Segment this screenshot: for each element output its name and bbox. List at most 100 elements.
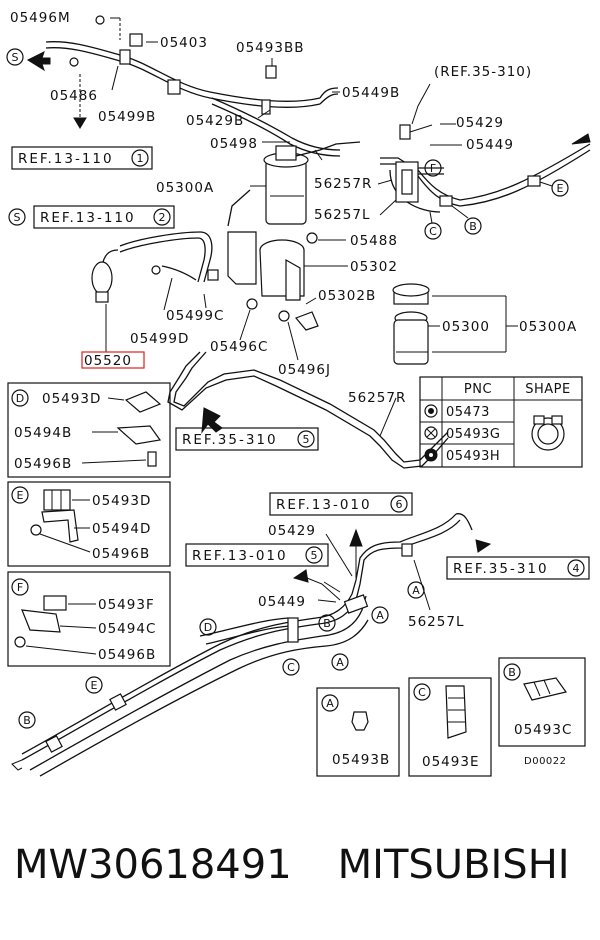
svg-text:5: 5: [311, 549, 318, 562]
bracket-05302: [227, 231, 348, 331]
tube-clamp: [119, 49, 131, 65]
callout-B-bottom: B: [318, 614, 336, 632]
tube-clamp: [167, 79, 181, 95]
ref-35-310-top[interactable]: (REF.35-310): [434, 64, 532, 80]
label-05498: 05498: [210, 136, 258, 152]
label-05449B: 05449B: [342, 85, 400, 101]
ref-35-310-4[interactable]: REF.35-310 4: [446, 556, 590, 580]
svg-text:D: D: [16, 392, 24, 405]
box-B: B 05493C: [498, 657, 586, 747]
label-56257R-mid: 56257R: [348, 390, 406, 406]
svg-text:4: 4: [573, 562, 580, 575]
callout-A-2: A: [371, 606, 389, 624]
svg-text:A: A: [376, 609, 384, 622]
svg-text:6: 6: [396, 498, 403, 511]
bottom-fuel-tubes: [11, 513, 492, 777]
svg-text:C: C: [429, 225, 437, 238]
callout-F-top: F: [424, 159, 442, 177]
callout-E-bottom: E: [85, 676, 103, 694]
callout-B-top: B: [451, 205, 482, 235]
svg-text:A: A: [412, 584, 420, 597]
svg-text:A: A: [336, 656, 344, 669]
part-number: MW30618491: [14, 842, 292, 888]
svg-text:5: 5: [303, 433, 310, 446]
return-line-56257R: [167, 351, 449, 469]
leader: [379, 199, 397, 216]
svg-text:05494B: 05494B: [14, 425, 72, 441]
label-05300A-top: 05300A: [156, 180, 214, 196]
tube-clamp: [261, 99, 271, 115]
drawing-code: D00022: [524, 756, 567, 767]
label-05520[interactable]: 05520: [81, 351, 145, 369]
label-05429B: 05429B: [186, 113, 244, 129]
svg-text:REF.35-310: REF.35-310: [182, 432, 278, 448]
label-05496J: 05496J: [278, 362, 331, 378]
svg-text:05494C: 05494C: [98, 621, 156, 637]
svg-text:05493B: 05493B: [332, 752, 390, 768]
label-05496C: 05496C: [210, 339, 268, 355]
svg-text:B: B: [508, 666, 516, 679]
callout-B-left: B: [18, 711, 36, 729]
callout-C-bottom: C: [282, 658, 300, 676]
svg-text:E: E: [557, 182, 564, 195]
svg-text:2: 2: [159, 211, 166, 224]
ref-13-110-1[interactable]: REF.13-110 1: [11, 146, 153, 170]
box-A: A 05493B: [316, 687, 400, 777]
ref-13-010-6[interactable]: REF.13-010 6: [269, 492, 413, 516]
svg-text:C: C: [418, 686, 426, 699]
ref-35-310-5[interactable]: REF.35-310 5: [175, 427, 319, 451]
leader: [287, 321, 299, 361]
label-56257L-top: 56257L: [314, 207, 370, 223]
svg-text:05496B: 05496B: [14, 456, 72, 472]
left-hose-assembly: [91, 231, 219, 352]
label-05449-bottom: 05449: [258, 594, 306, 610]
brand-name: MITSUBISHI: [337, 842, 570, 888]
svg-text:REF.13-010: REF.13-010: [276, 497, 372, 513]
pnc-header: PNC: [464, 382, 492, 397]
callout-C-top: C: [424, 211, 442, 240]
label-56257R-top: 56257R: [314, 176, 372, 192]
hose-clamp-shape-icon: [531, 415, 565, 451]
label-05499C: 05499C: [166, 308, 224, 324]
label-05499D: 05499D: [130, 331, 189, 347]
svg-text:REF.35-310: REF.35-310: [453, 561, 549, 577]
svg-text:05493D: 05493D: [92, 493, 151, 509]
callout-D-bottom: D: [199, 618, 217, 636]
label-05496M: 05496M: [10, 10, 71, 26]
svg-text:C: C: [287, 661, 295, 674]
ref-13-010-5[interactable]: REF.13-010 5: [185, 543, 329, 567]
svg-text:REF.13-110: REF.13-110: [40, 210, 136, 226]
svg-text:B: B: [469, 220, 477, 233]
leader: [377, 179, 393, 185]
svg-text:A: A: [326, 697, 334, 710]
callout-A-3: A: [331, 653, 349, 671]
pnc-shape-table: PNC SHAPE 05473 05493G 05493H: [419, 376, 583, 468]
svg-text:REF.13-110: REF.13-110: [18, 151, 114, 167]
leader: [239, 309, 251, 341]
bracket-05403: [129, 33, 143, 47]
ref-13-110-2[interactable]: REF.13-110 2: [33, 205, 175, 229]
fuel-filter-05300: [392, 283, 518, 365]
symbol-dot-icon: [424, 404, 438, 418]
svg-text:05496B: 05496B: [98, 647, 156, 663]
svg-text:05493E: 05493E: [422, 754, 479, 770]
svg-text:S: S: [14, 211, 21, 224]
svg-text:REF.13-010: REF.13-010: [192, 548, 288, 564]
label-05449: 05449: [466, 137, 514, 153]
svg-text:B: B: [323, 617, 331, 630]
svg-text:S: S: [12, 51, 19, 64]
label-05486: 05486: [50, 88, 98, 104]
svg-text:D: D: [204, 621, 212, 634]
symbol-cross-icon: [424, 426, 438, 440]
label-05302: 05302: [350, 259, 398, 275]
bolt-05496M: [95, 15, 105, 25]
top-fuel-tubes: [45, 15, 341, 161]
top-right-clip-area: [380, 83, 591, 213]
svg-text:05493D: 05493D: [42, 391, 101, 407]
leader-lines: [73, 17, 340, 143]
bolt-05486: [69, 57, 79, 67]
s-marker-mid: S: [8, 208, 26, 226]
svg-text:05520: 05520: [84, 353, 132, 369]
label-05429-bottom: 05429: [268, 523, 316, 539]
